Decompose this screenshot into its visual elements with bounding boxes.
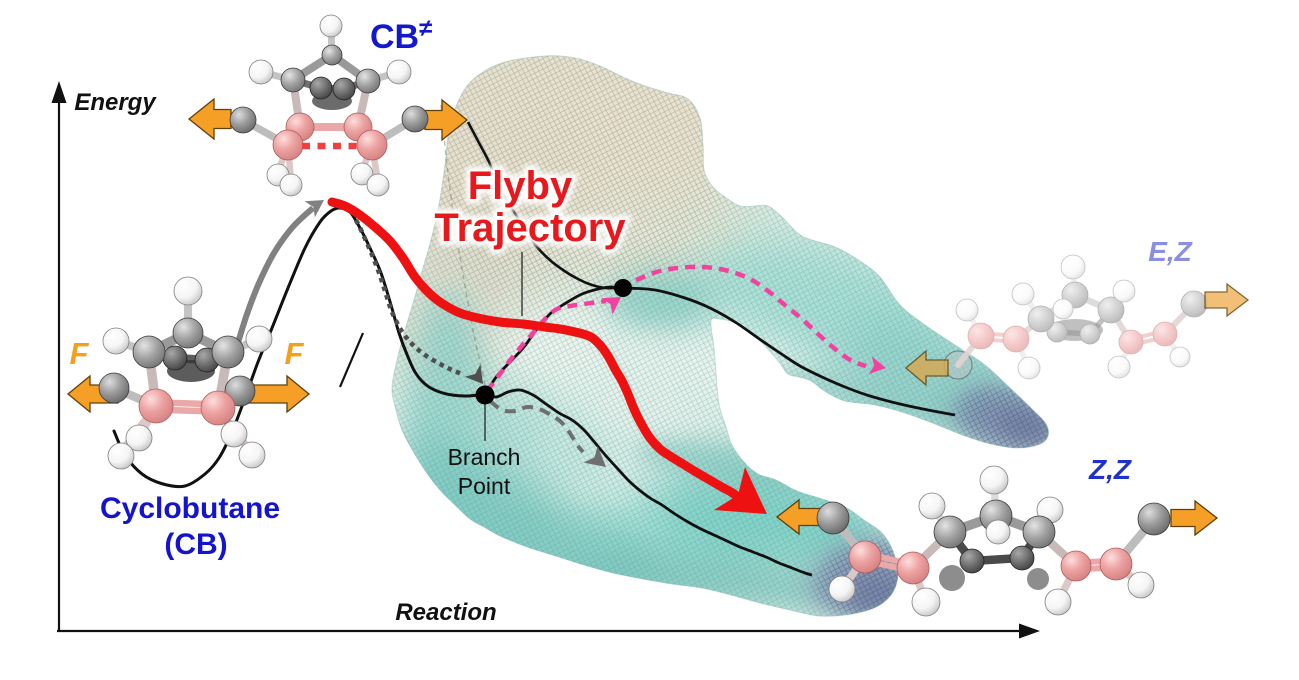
- svg-text:Cyclobutane: Cyclobutane: [100, 492, 280, 525]
- svg-text:Flyby: Flyby: [468, 164, 573, 208]
- svg-text:Trajectory: Trajectory: [434, 206, 626, 250]
- svg-text:CB: CB: [370, 18, 419, 56]
- svg-text:F: F: [70, 336, 90, 371]
- svg-text:≠: ≠: [419, 15, 432, 42]
- svg-text:(CB): (CB): [164, 528, 227, 561]
- svg-text:Energy: Energy: [74, 89, 157, 116]
- svg-text:Flyby: Flyby: [468, 164, 573, 208]
- svg-text:Reaction: Reaction: [395, 599, 496, 626]
- svg-text:Z,Z: Z,Z: [1088, 454, 1132, 485]
- svg-text:Point: Point: [458, 473, 511, 499]
- svg-text:E,Z: E,Z: [1148, 236, 1192, 267]
- svg-text:Branch: Branch: [448, 444, 521, 470]
- svg-text:F: F: [285, 336, 305, 371]
- svg-text:Trajectory: Trajectory: [434, 206, 626, 250]
